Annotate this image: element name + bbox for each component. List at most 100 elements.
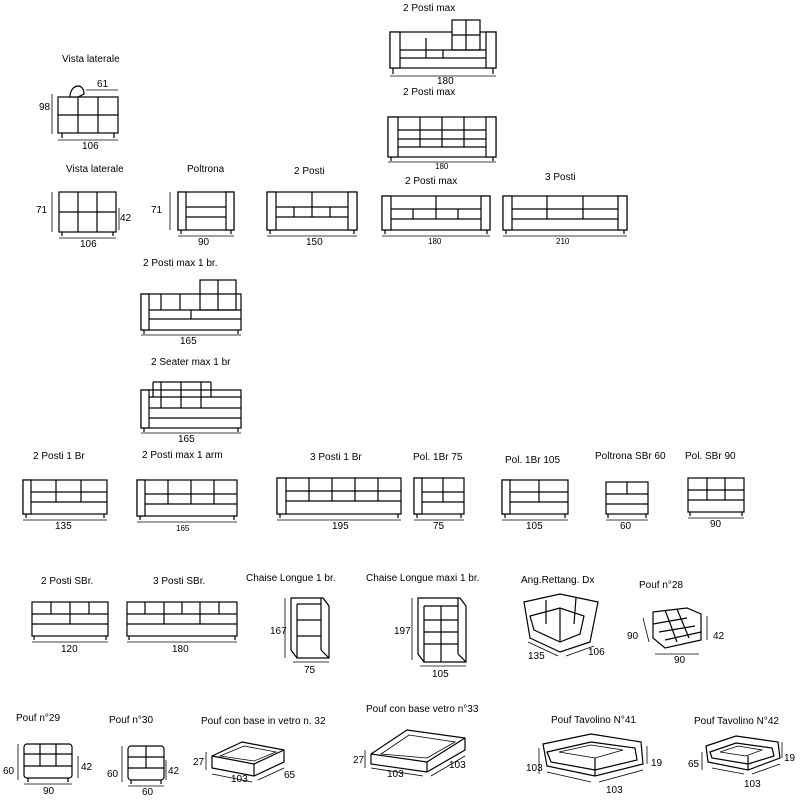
item-title: Pol. 1Br 75 [413,452,463,463]
pouf-30-drawing [121,745,167,787]
item-title: Pouf Tavolino N°42 [694,716,779,727]
item-title: 3 Posti [545,172,576,183]
dim-height: 71 [151,205,163,216]
sofa-2-posti-1br: 2 Posti 1 Br 135 [18,448,113,536]
dim-width: 90 [198,237,210,248]
dim-width: 105 [526,521,543,532]
dim-width: 60 [620,521,632,532]
sofa-2-posti-max-1br-drawing [140,279,242,336]
armchair-poltrona-sbr-60-drawing [605,481,649,521]
item-title: Pouf con base in vetro n. 32 [201,716,326,727]
item-title: Vista laterale [66,164,124,175]
sofa-2-posti-sbr: 2 Posti SBr. 120 [26,572,116,660]
dim-height: 19 [651,758,663,769]
dim-width: 60 [142,787,154,798]
pouf-33-glass-base: Pouf con base vetro n°33 27 103 103 [345,702,505,802]
dim-width: 103 [231,774,248,785]
item-title: Pouf n°28 [639,580,684,591]
chaise-longue-maxi-1br-drawing [411,597,467,667]
dim-height: 27 [193,757,205,768]
pouf-32-glass-base: Pouf con base in vetro n. 32 27 103 65 [192,712,337,803]
armchair-poltrona-drawing [169,191,235,237]
dim-depth: 90 [627,631,639,642]
dim-width: 210 [556,237,570,246]
dim-depth: 61 [97,79,109,90]
pouf-29: Pouf n°29 60 42 90 [2,710,100,803]
dim-width: 75 [433,521,445,532]
dim-width: 120 [61,644,78,655]
chaise-longue-maxi-1br: Chaise Longue maxi 1 br. 197 105 [362,570,492,682]
sofa-2-posti: 2 Posti 150 [262,162,362,250]
dim-width: 90 [710,519,722,530]
item-title: Pouf n°30 [109,715,154,726]
sofa-3-posti-sbr-drawing [126,601,238,643]
armchair-pol-sbr-90-drawing [687,477,745,519]
dim-width: 195 [332,521,349,532]
pouf-28: Pouf n°28 90 42 90 [625,578,725,668]
dim-width: 165 [180,336,197,347]
sofa-3-posti-sbr: 3 Posti SBr. 180 [122,572,244,660]
side-view-98-drawing [51,85,119,141]
item-title: Ang.Rettang. Dx [521,575,595,586]
sofa-2-posti-1br-drawing [22,479,108,521]
dim-width: 135 [528,651,545,662]
sofa-2-posti-sbr-drawing [31,601,109,643]
armchair-poltrona-sbr-60: Poltrona SBr 60 60 [588,448,668,536]
dim-width: 90 [43,786,55,797]
item-title: 2 Posti 1 Br [33,451,85,462]
dim-depth: 106 [588,647,605,658]
dim-width: 106 [82,141,99,152]
pouf-tavolino-42: Pouf Tavolino N°42 65 19 103 [684,712,800,803]
dim-height: 27 [353,755,365,766]
item-title: 2 Posti max [405,176,458,187]
dim-height: 19 [784,753,796,764]
dim-height: 42 [168,766,180,777]
sofa-2-posti-max-b: 2 Posti max 180 [383,85,503,173]
armchair-pol-1br-105-drawing [501,479,569,521]
sofa-2-posti-max-a-drawing [389,19,497,77]
dim-width: 75 [304,665,316,676]
dim-depth: 65 [688,759,700,770]
armchair-pol-sbr-90: Pol. SBr 90 90 [680,448,750,536]
dim-width: 150 [306,237,323,248]
dim-width: 180 [437,76,454,87]
sofa-2-seater-max-1br-drawing [140,381,242,434]
dim-depth: 60 [107,769,119,780]
corner-ang-rettang-dx-drawing [523,593,599,657]
item-title: Poltrona [187,164,225,175]
armchair-pol-1br-105: Pol. 1Br 105 105 [496,452,576,536]
dim-length: 197 [394,626,411,637]
sofa-2-posti-max-c-drawing [381,195,491,237]
item-title: 2 Seater max 1 br [151,357,231,368]
sofa-2-posti-drawing [266,191,358,237]
item-title: 3 Posti 1 Br [310,452,362,463]
corner-ang-rettang-dx: Ang.Rettang. Dx 135 106 [510,572,610,667]
dim-width: 165 [176,524,190,533]
pouf-tavolino-41-drawing [538,733,648,783]
armchair-poltrona: Poltrona 71 90 [150,162,250,250]
sofa-3-posti-drawing [502,195,628,237]
side-view-98: Vista laterale 98 61 106 [38,52,138,152]
side-view-71-drawing [51,191,120,239]
pouf-tavolino-41: Pouf Tavolino N°41 103 19 103 [525,712,675,803]
sofa-2-posti-max-a: 2 Posti max 180 [385,0,505,90]
item-title: Vista laterale [62,54,120,65]
chaise-longue-1br-drawing [284,597,330,663]
sofa-3-posti-1br-drawing [276,477,402,521]
sofa-3-posti: 3 Posti 210 [498,170,633,252]
item-title: 2 Posti SBr. [41,576,94,587]
dim-width: 103 [387,769,404,780]
dim-width: 180 [435,162,449,171]
dim-depth: 103 [526,763,543,774]
sofa-3-posti-1br: 3 Posti 1 Br 195 [272,448,407,536]
sofa-2-posti-max-1br: 2 Posti max 1 br. 165 [136,256,251,348]
dim-width: 90 [674,655,686,666]
sofa-2-posti-max-c: 2 Posti max 180 [378,172,496,252]
dim-seat: 42 [120,213,132,224]
sofa-2-posti-max-1arm-drawing [136,479,238,523]
dim-depth: 60 [3,766,15,777]
item-title: 2 Posti max 1 br. [143,258,218,269]
pouf-tavolino-42-drawing [701,735,783,775]
pouf-32-glass-base-drawing [205,741,285,783]
item-title: 3 Posti SBr. [153,576,206,587]
